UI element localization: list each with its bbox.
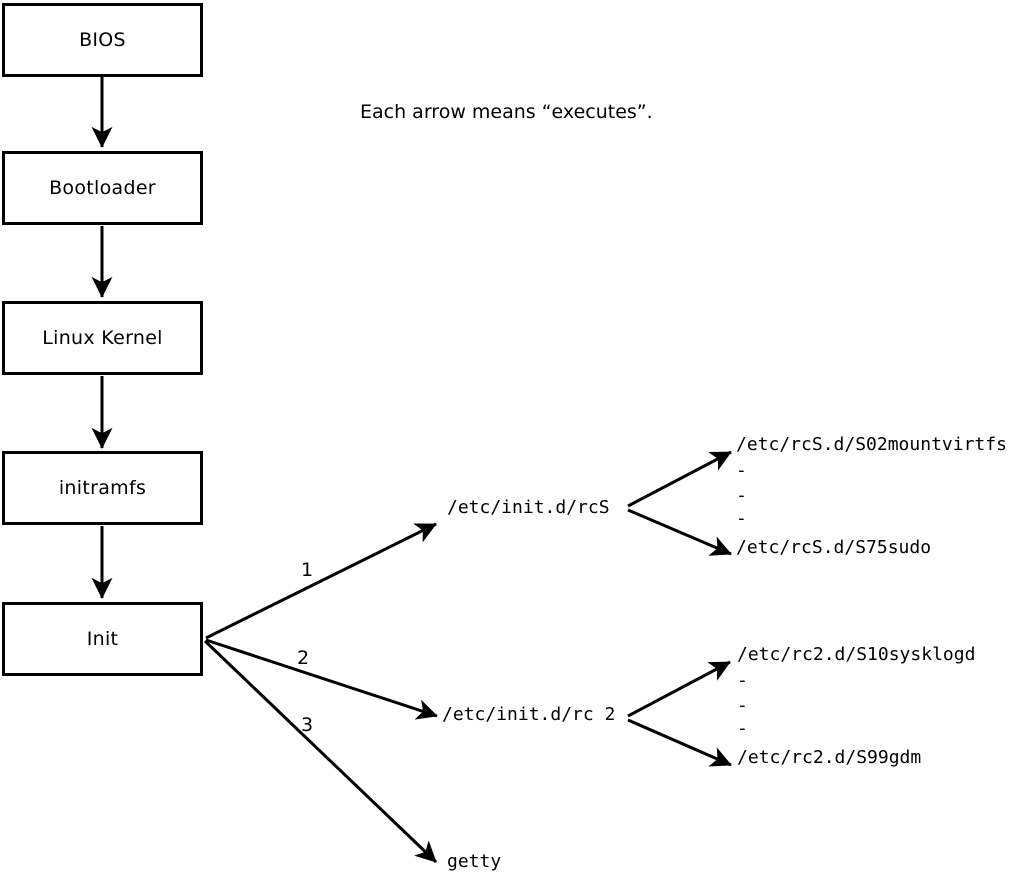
arrow-rcS-to-S75sudo <box>627 508 732 556</box>
arrow-rc2-to-S99gdm <box>627 718 732 767</box>
edge-label-3: 3 <box>301 714 314 736</box>
box-initramfs-label: initramfs <box>58 477 147 499</box>
box-init-label: Init <box>86 628 119 650</box>
box-linux-kernel: Linux Kernel <box>2 301 203 375</box>
caption: Each arrow means “executes”. <box>360 101 653 123</box>
box-init: Init <box>2 602 203 676</box>
leaf-rcS-ellipsis-2: - <box>736 485 747 506</box>
arrow-init-to-getty <box>203 639 438 864</box>
leaf-rcS-ellipsis-1: - <box>736 460 747 481</box>
node-rcS: /etc/init.d/rcS <box>447 497 610 518</box>
leaf-s99gdm: /etc/rc2.d/S99gdm <box>737 747 922 768</box>
leaf-rcS-ellipsis-3: - <box>736 508 747 529</box>
edge-label-2: 2 <box>297 647 310 669</box>
leaf-rc2-ellipsis-3: - <box>737 718 748 739</box>
box-bios: BIOS <box>2 3 203 77</box>
box-bootloader: Bootloader <box>2 151 203 225</box>
edge-label-1: 1 <box>301 559 314 581</box>
leaf-rc2-ellipsis-1: - <box>737 670 748 691</box>
leaf-s75sudo: /etc/rcS.d/S75sudo <box>736 537 932 558</box>
node-rc2: /etc/init.d/rc 2 <box>442 704 616 725</box>
arrow-init-to-rc2 <box>205 638 438 720</box>
box-bootloader-label: Bootloader <box>49 177 156 199</box>
box-initramfs: initramfs <box>2 451 203 525</box>
arrow-init-to-rcS <box>205 522 437 640</box>
arrow-rcS-to-S02mountvirtfs <box>627 450 732 508</box>
leaf-s10sysklogd: /etc/rc2.d/S10sysklogd <box>737 644 976 665</box>
box-linux-kernel-label: Linux Kernel <box>42 327 163 349</box>
node-getty: getty <box>447 851 502 872</box>
box-bios-label: BIOS <box>79 29 126 51</box>
leaf-s02mountvirtfs: /etc/rcS.d/S02mountvirtfs <box>736 434 1007 455</box>
arrow-rc2-to-S10sysklogd <box>627 660 731 718</box>
leaf-rc2-ellipsis-2: - <box>737 695 748 716</box>
